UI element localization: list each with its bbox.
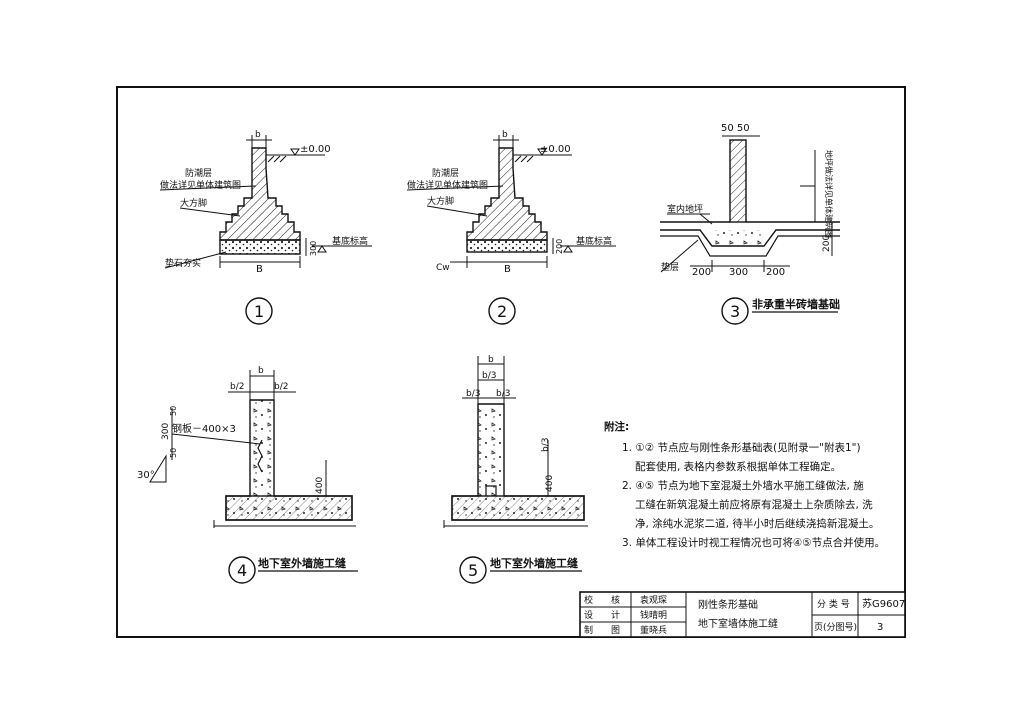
d4-label-plate: 钢板－400×3: [172, 422, 236, 435]
tb-cat-no: 苏G9607: [862, 597, 905, 610]
d3-number-circle: [721, 297, 749, 325]
d4-number-circle: [228, 556, 256, 584]
d3-label-cushion: 垫层: [661, 261, 679, 273]
d5-dim-400: 400: [545, 475, 555, 492]
d3-dim-w1: 200: [692, 267, 711, 278]
detail-3: 50 50 室内地坪 垫层 地坪做法详见单体建筑图 200 200 300 20…: [660, 123, 840, 325]
d1-number-circle: [245, 297, 273, 325]
detail-2: b ±0.00 防潮层 做法详见单体建筑图 大方脚 200 基底标高 Cw B …: [406, 130, 616, 325]
d1-label-fcc-2: 做法详见单体建筑图: [160, 179, 241, 191]
d5-dim-mid: b/3: [482, 371, 496, 381]
notes-title: 附注:: [604, 420, 629, 433]
tb-title-line-2: 地下室墙体施工缝: [698, 617, 778, 630]
d1-label-jdbg: 基底标高: [332, 235, 368, 247]
d2-dim-B: B: [504, 264, 511, 275]
d3-number: 3: [730, 302, 740, 321]
d2-label-fcc-2: 做法详见单体建筑图: [407, 179, 488, 191]
tb-title-line-1: 刚性条形基础: [698, 598, 758, 611]
d2-label-fcc-1: 防潮层: [432, 167, 459, 179]
d4-dim-400: 400: [315, 477, 325, 494]
d2-label-jdbg: 基底标高: [576, 235, 612, 247]
title-block: 校 核 袁观琛 设 计 钱晴明 制 图 董晓兵 刚性条形基础 地下室墙体施工缝 …: [579, 591, 906, 638]
d1-label-dfj: 大方脚: [180, 197, 207, 209]
d2-elev: ±0.00: [540, 144, 571, 155]
note-line-6: 3. 单体工程设计时视工程情况也可将④⑤节点合并使用。: [622, 536, 885, 549]
d5-dim-right: b/3: [496, 389, 510, 399]
d2-dim-cw: Cw: [436, 263, 450, 273]
detail-5: b b/3 b/3 b/3 b/3 400 5 地下室外墙施工缝: [443, 355, 588, 584]
d4-caption: 地下室外墙施工缝: [258, 556, 346, 570]
d1-label-fcc-1: 防潮层: [185, 167, 212, 179]
d5-caption: 地下室外墙施工缝: [490, 556, 578, 570]
notes: 附注: 1. ①② 节点应与刚性条形基础表(见附录一"附表1") 配套使用, 表…: [604, 420, 885, 549]
note-line-2: 配套使用, 表格内参数系根据单体工程确定。: [635, 460, 841, 473]
tb-name-3: 董晓兵: [640, 624, 667, 636]
sheet-frame: [116, 86, 906, 638]
tb-role-3: 制 图: [584, 624, 620, 636]
d5-dim-b3: b/3: [541, 438, 551, 452]
d2-number: 2: [497, 302, 507, 321]
note-line-3: 2. ④⑤ 节点为地下室混凝土外墙水平施工缝做法, 施: [622, 479, 864, 492]
d1-dim-B: B: [256, 264, 263, 275]
note-line-1: 1. ①② 节点应与刚性条形基础表(见附录一"附表1"): [622, 441, 861, 454]
d3-caption: 非承重半砖墙基础: [752, 297, 840, 311]
d2-dim-200: 200: [555, 239, 564, 254]
d3-dim-200v: 200: [822, 235, 832, 252]
tb-role-2: 设 计: [584, 609, 620, 621]
note-line-5: 净, 涂纯水泥浆二道, 待半小时后继续浇捣新混凝土。: [635, 517, 879, 530]
tb-role-1: 校 核: [584, 594, 620, 606]
tb-label-page: 页(分图号): [814, 622, 857, 633]
d3-dim-w2: 300: [729, 267, 748, 278]
d4-number: 4: [237, 561, 247, 580]
d1-number: 1: [254, 302, 264, 321]
note-line-4: 工缝在新筑混凝土前应将原有混凝土上杂质除去, 洗: [635, 498, 873, 511]
tb-name-2: 钱晴明: [640, 609, 667, 621]
d3-dim-top: 50 50: [721, 123, 750, 134]
d1-dim-b: b: [255, 130, 261, 140]
d3-label-side: 地坪做法详见单体建筑图: [824, 150, 834, 238]
detail-4: b b/2 b/2 钢板－400×3 300 50 50 30° 400 4 地…: [137, 366, 358, 584]
d5-number-circle: [459, 556, 487, 584]
d2-label-dfj: 大方脚: [427, 195, 454, 207]
d3-label-floor: 室内地坪: [667, 203, 703, 215]
d5-number: 5: [468, 561, 478, 580]
d5-dim-left: b/3: [466, 389, 480, 399]
tb-label-cat: 分 类 号: [817, 598, 850, 610]
d4-dim-300: 300: [161, 423, 171, 440]
detail-1: b ±0.00 防潮层 做法详见单体建筑图 大方脚 垫石夯实 300 基底标高 …: [159, 130, 372, 325]
d4-dim-right: b/2: [274, 382, 288, 392]
d3-dim-w3: 200: [766, 267, 785, 278]
d1-dim-300: 300: [309, 241, 318, 256]
d2-number-circle: [488, 297, 516, 325]
d4-dim-50a: 50: [169, 406, 178, 416]
d5-dim-b: b: [488, 355, 494, 365]
tb-page-no: 3: [877, 622, 883, 633]
d1-elev: ±0.00: [300, 144, 331, 155]
d4-dim-50b: 50: [169, 448, 178, 458]
d2-dim-b: b: [502, 130, 508, 140]
d4-dim-b: b: [258, 366, 264, 376]
d4-angle: 30°: [137, 470, 155, 481]
tb-name-1: 袁观琛: [640, 594, 667, 606]
d4-dim-left: b/2: [230, 382, 244, 392]
